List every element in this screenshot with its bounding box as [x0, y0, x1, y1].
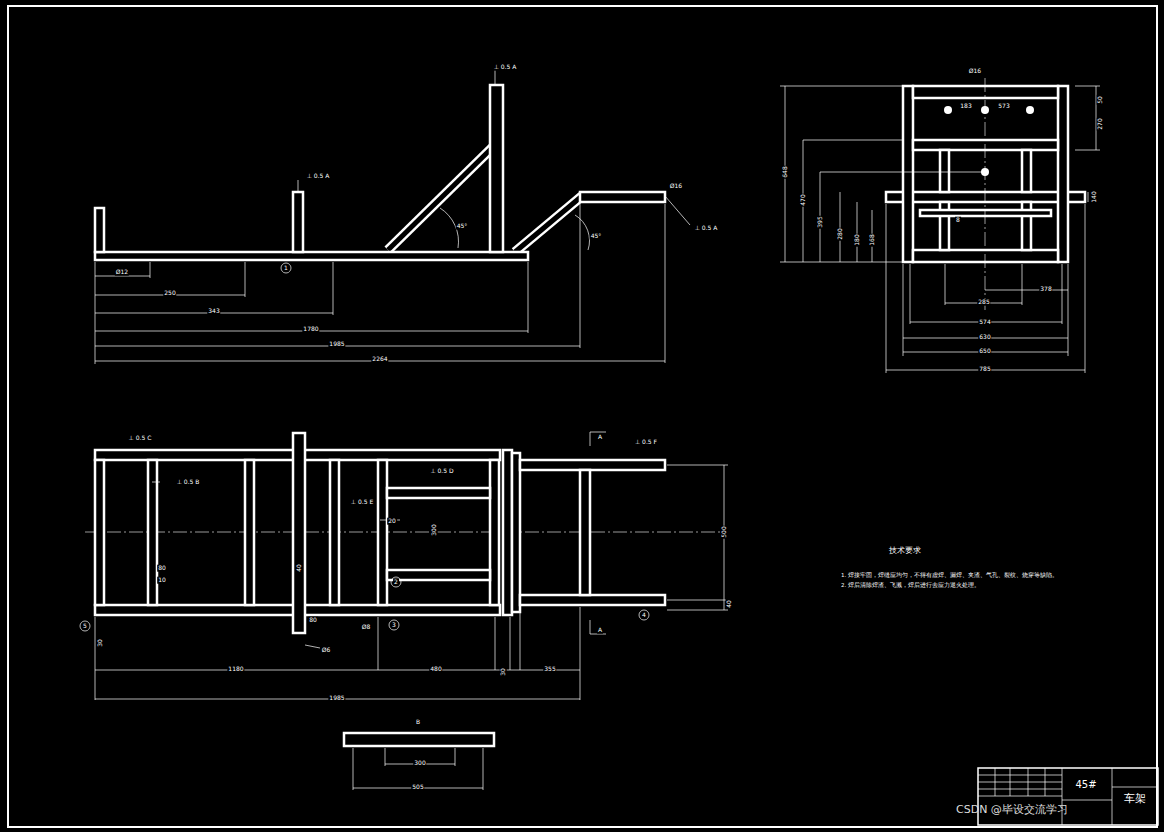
callout-number: 5 [82, 623, 88, 630]
tolerance-frame: ⊥ 0.5 A [694, 225, 719, 232]
dimension-text: 183 [959, 103, 972, 110]
dimension-text: A [597, 434, 603, 441]
dimension-text: 648 [782, 165, 789, 178]
dimension-text: 343 [207, 308, 220, 315]
dimension-text: 573 [997, 103, 1010, 110]
dimension-text: 30 [97, 638, 104, 648]
dimension-text: 300 [413, 760, 426, 767]
dimension-text: 280 [837, 227, 844, 240]
dimension-text: 630 [978, 334, 991, 341]
dimension-text: 80 [308, 617, 318, 624]
dimension-text: 140 [1091, 190, 1098, 203]
dimension-text: 270 [1097, 117, 1104, 130]
tolerance-frame: ⊥ 0.5 A [306, 173, 331, 180]
dimension-text: 470 [800, 193, 807, 206]
dimension-text: 168 [869, 233, 876, 246]
dimension-text: 395 [817, 215, 824, 228]
dimension-text: 40 [296, 563, 303, 573]
dimension-text: B [415, 719, 421, 726]
dimension-text: 500 [721, 525, 728, 538]
dimension-text: 250 [163, 290, 176, 297]
dimension-text: 300 [431, 523, 438, 536]
dimension-text: 355 [543, 666, 556, 673]
tolerance-frame: ⊥ 0.5 F [634, 439, 658, 446]
dimension-text: 2264 [371, 356, 388, 363]
tolerance-frame: ⊥ 0.5 C [128, 435, 153, 442]
callout-number: 1 [283, 265, 289, 272]
tolerance-frame: ⊥ 0.5 A [493, 64, 518, 71]
tolerance-frame: ⊥ 0.5 D [429, 468, 454, 475]
dimension-text: 785 [978, 366, 991, 373]
drawing-title: 车架 [1123, 793, 1147, 805]
callout-number: 3 [391, 622, 397, 629]
dimension-text: 480 [429, 666, 442, 673]
dimension-text: Ø16 [968, 68, 982, 75]
callout-number: 8 [955, 217, 961, 224]
requirement-note: 1. 焊接牢固，焊缝应均匀，不得有虚焊、漏焊、夹渣、气孔、裂纹、烧穿等缺陷。 [840, 572, 1059, 578]
dimension-text: A [597, 627, 603, 634]
dimension-text: 1180 [227, 666, 244, 673]
requirements-title: 技术要求 [888, 547, 922, 556]
dimension-text: Ø16 [669, 183, 683, 190]
dimension-text: 1780 [302, 326, 319, 333]
dimension-text: 40 [726, 599, 733, 609]
dimension-text: 20 [387, 518, 397, 525]
dimension-text: 505 [411, 784, 424, 791]
dimension-text: 285 [977, 299, 990, 306]
dimension-text: 30 [500, 667, 507, 677]
tolerance-frame: ⊥ 0.5 E [350, 499, 374, 506]
dimension-text: 1985 [328, 695, 345, 702]
dimension-text: 45° [590, 233, 603, 240]
dimension-text: 10 [157, 577, 167, 584]
dimension-text: Ø8 [361, 624, 372, 631]
watermark: CSDN @毕设交流学习 [955, 804, 1069, 816]
dimension-text: 45° [456, 223, 469, 230]
dimension-text: 180 [854, 233, 861, 246]
callout-number: 4 [641, 612, 647, 619]
dimension-text: 378 [1039, 286, 1052, 293]
dimension-text: 50 [1097, 95, 1104, 105]
dimension-text: Ø12 [115, 269, 129, 276]
material-cell: 45# [1074, 779, 1097, 790]
tolerance-frame: ⊥ 0.5 B [176, 479, 201, 486]
requirement-note: 2. 焊后清除焊渣、飞溅，焊后进行去应力退火处理。 [840, 582, 981, 588]
dimension-text: 1985 [328, 341, 345, 348]
dimension-text: 574 [978, 319, 991, 326]
dimension-text: 650 [978, 348, 991, 355]
dimension-text: Ø6 [321, 647, 332, 654]
callout-number: 2 [393, 579, 399, 586]
dimension-text: 80 [157, 565, 167, 572]
